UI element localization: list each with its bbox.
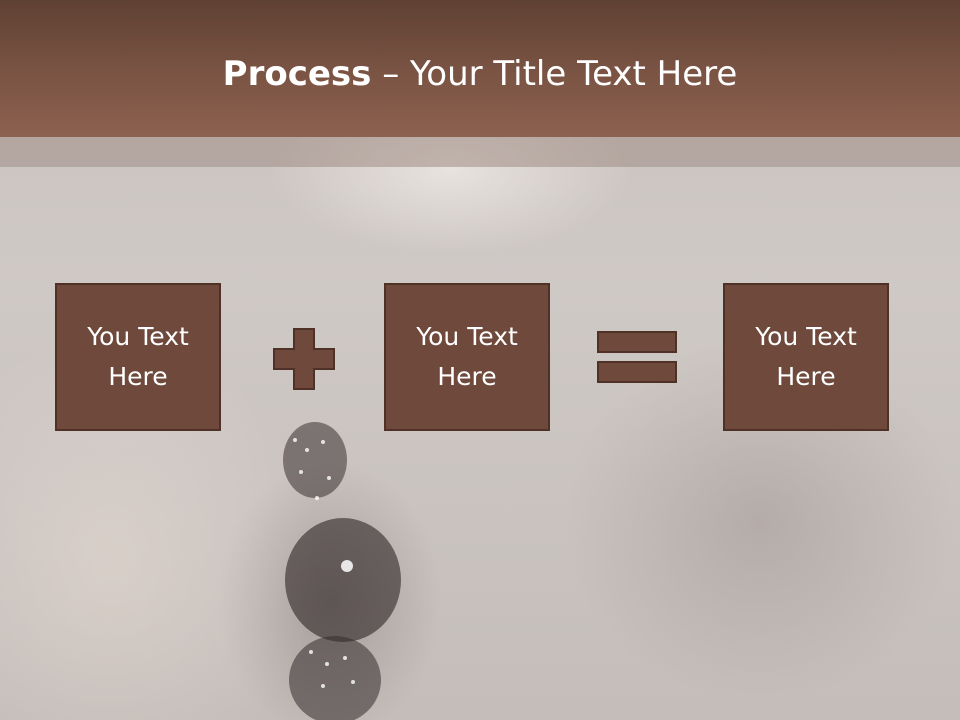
process-box-1-text: You Text Here: [87, 322, 189, 391]
title-rest: Your Title Text Here: [410, 54, 738, 94]
header-accent-band: [0, 137, 960, 167]
process-box-2[interactable]: You Text Here: [384, 283, 550, 431]
beaded-bracelet-image: [283, 422, 401, 720]
process-box-2-text: You Text Here: [416, 322, 518, 391]
title-bold-word: Process: [222, 54, 372, 94]
title-bar: [0, 0, 960, 137]
title-dash: –: [371, 54, 411, 94]
slide-title[interactable]: Process – Your Title Text Here: [0, 52, 960, 96]
equals-icon: [597, 331, 677, 383]
process-box-3[interactable]: You Text Here: [723, 283, 889, 431]
process-box-1[interactable]: You Text Here: [55, 283, 221, 431]
plus-icon: [273, 328, 335, 390]
process-box-3-text: You Text Here: [755, 322, 857, 391]
